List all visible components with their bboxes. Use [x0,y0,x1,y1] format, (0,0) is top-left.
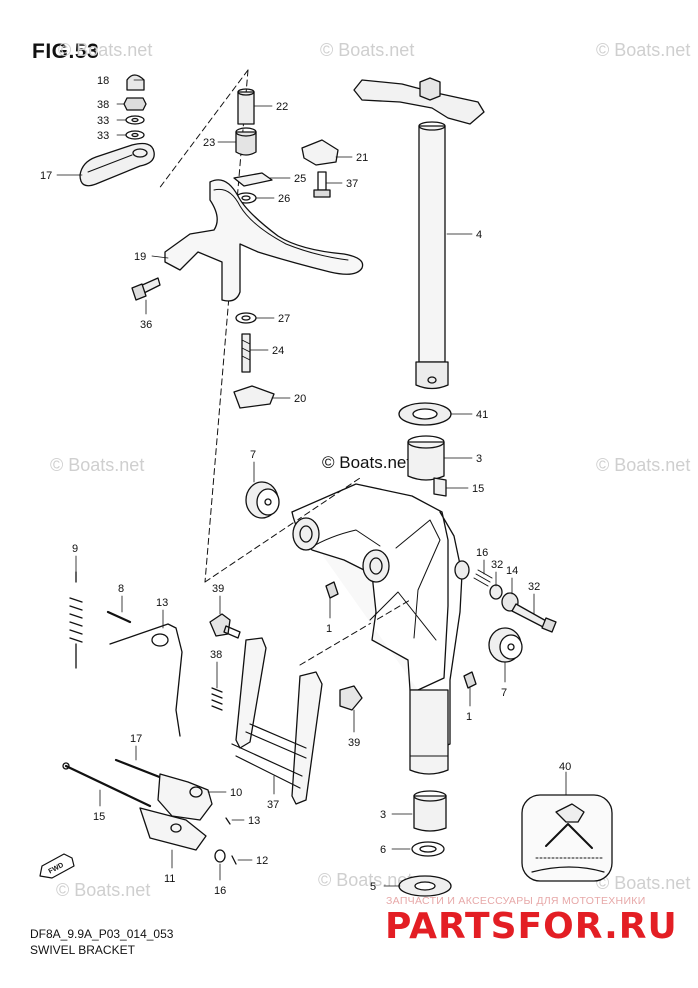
watermark: © Boats.net [596,455,691,475]
callout-32: 27 [278,313,290,325]
figure-code: DF8A_9.9A_P03_014_053 [30,927,174,941]
figure-title: FIG.53 [32,40,100,63]
callout-1: 1 [326,623,332,635]
watermark: © Boats.net [58,40,153,60]
brand-logo: PARTSFOR.RU [385,906,678,947]
callout-11: 11 [164,873,175,885]
callout-12: 12 [256,855,268,867]
callout-20: 16 [476,547,488,559]
watermark: © Boats.net [596,873,691,893]
callout-15: 15 [93,811,105,823]
callout-35: 37 [346,178,358,190]
watermark: © Boats.net [318,870,413,890]
callout-33: 33 [97,130,109,142]
callout-41: 41 [476,409,488,421]
callout-23: 17 [40,170,52,182]
callout-39: 39 [348,737,360,749]
callout-29: 23 [203,137,215,149]
callout-8: 8 [118,583,124,595]
callout-22: 32 [528,581,540,593]
callout-27: 21 [356,152,368,164]
callout-24: 18 [97,75,109,87]
callout-1: 1 [466,711,472,723]
callout-7: 7 [250,449,256,461]
watermark: © Boats.net [596,40,691,60]
callout-9: 9 [72,543,78,555]
callout-40: 40 [559,761,571,773]
callout-17: 17 [130,733,142,745]
callout-18: 15 [472,483,484,495]
callout-34: 36 [140,319,152,331]
callout-39: 39 [212,583,224,595]
callout-25: 19 [134,251,146,263]
callout-36: 38 [97,99,109,111]
watermark: © Boats.net [50,455,145,475]
callout-3: 3 [380,809,386,821]
callout-30: 24 [272,345,284,357]
callout-7: 7 [501,687,507,699]
callout-37: 37 [267,799,279,811]
callout-6: 6 [380,844,386,856]
callout-32: 26 [278,193,290,205]
callout-14: 13 [156,597,168,609]
callout-38: 38 [210,649,222,661]
callout-21: 32 [491,559,503,571]
callout-13: 13 [248,815,260,827]
watermark: © Boats.net [320,40,415,60]
callout-5: 5 [370,881,376,893]
callout-3: 3 [476,453,482,465]
callout-16: 16 [214,885,226,897]
callout-31: 25 [294,173,306,185]
callout-33: 33 [97,115,109,127]
figure-name: SWIVEL BRACKET [30,943,135,957]
callout-28: 22 [276,101,288,113]
center-watermark: © Boats.net [322,453,412,472]
callout-4: 4 [476,229,482,241]
callout-26: 20 [294,393,306,405]
watermark: © Boats.net [56,880,151,900]
callout-19: 14 [506,565,518,577]
brand-subtitle: ЗАПЧАСТИ И АКСЕССУАРЫ ДЛЯ МОТОТЕХНИКИ [386,895,646,907]
callout-10: 10 [230,787,242,799]
